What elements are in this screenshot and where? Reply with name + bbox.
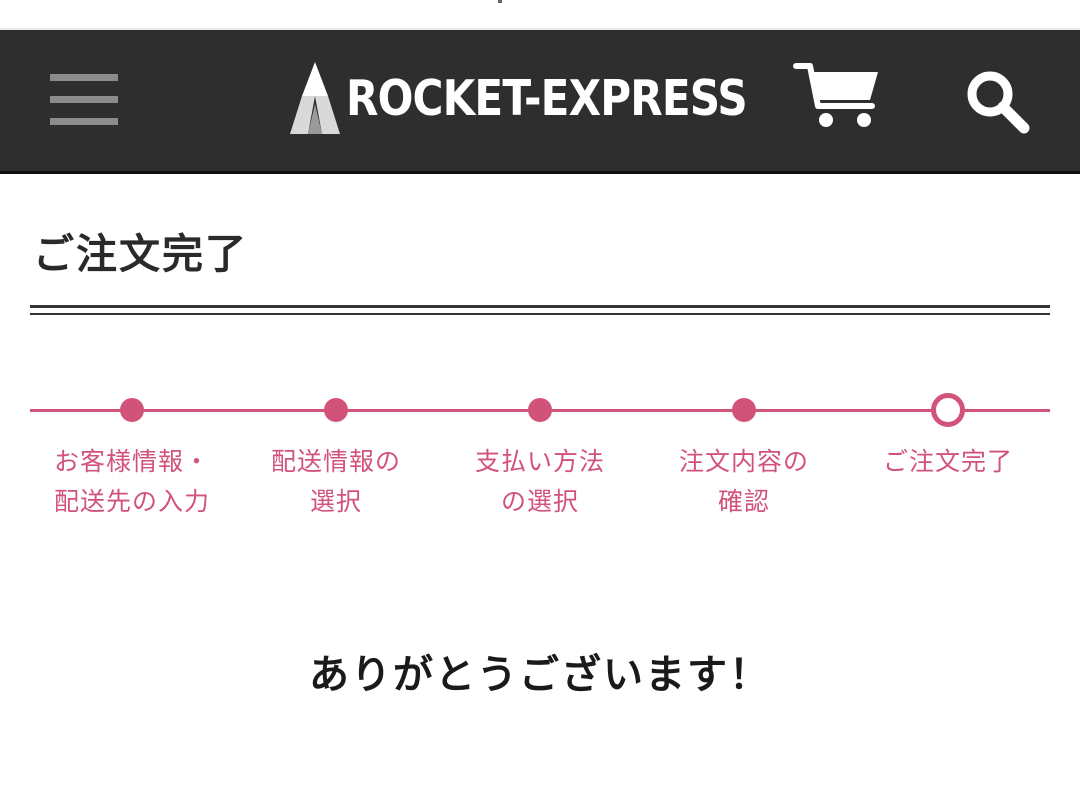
- step-label: お客様情報・ 配送先の入力: [32, 442, 232, 522]
- step-dot-current: [931, 393, 965, 427]
- page-title: ご注文完了: [33, 230, 248, 278]
- site-logo[interactable]: ROCKET-EXPRESS: [288, 58, 796, 138]
- site-header: ROCKET-EXPRESS: [0, 30, 1080, 174]
- step-dot: [120, 398, 144, 422]
- progress-step-2: 配送情報の 選択: [236, 398, 436, 522]
- step-dot: [324, 398, 348, 422]
- step-label-line: 支払い方法: [474, 447, 605, 476]
- step-label-line: 選択: [309, 487, 362, 516]
- step-label: 配送情報の 選択: [236, 442, 436, 522]
- rocket-logo-icon: [290, 62, 340, 134]
- status-indicator: [498, 0, 502, 3]
- step-label-line: 確認: [717, 487, 770, 516]
- step-label-line: の選択: [500, 487, 579, 516]
- step-label-line: お客様情報・: [53, 447, 210, 476]
- step-dot: [528, 398, 552, 422]
- step-label-line: 配送情報の: [270, 447, 401, 476]
- step-label-line: ご注文完了: [882, 447, 1013, 476]
- step-dot: [732, 398, 756, 422]
- title-divider: [30, 305, 1050, 315]
- step-label: ご注文完了: [848, 442, 1048, 482]
- progress-step-1: お客様情報・ 配送先の入力: [32, 398, 232, 522]
- progress-step-5-current: ご注文完了: [848, 393, 1048, 482]
- status-strip: [0, 0, 1080, 30]
- brand-name: ROCKET-EXPRESS: [346, 69, 748, 127]
- thank-you-message: ありがとうございます！: [309, 652, 771, 698]
- progress-step-3: 支払い方法 の選択: [440, 398, 640, 522]
- step-label-line: 配送先の入力: [53, 487, 210, 516]
- step-label: 支払い方法 の選択: [440, 442, 640, 522]
- progress-step-4: 注文内容の 確認: [644, 398, 844, 522]
- search-icon[interactable]: [962, 66, 1032, 136]
- step-label: 注文内容の 確認: [644, 442, 844, 522]
- shopping-cart-icon[interactable]: [792, 60, 882, 132]
- hamburger-menu-icon[interactable]: [50, 74, 118, 128]
- step-label-line: 注文内容の: [678, 447, 809, 476]
